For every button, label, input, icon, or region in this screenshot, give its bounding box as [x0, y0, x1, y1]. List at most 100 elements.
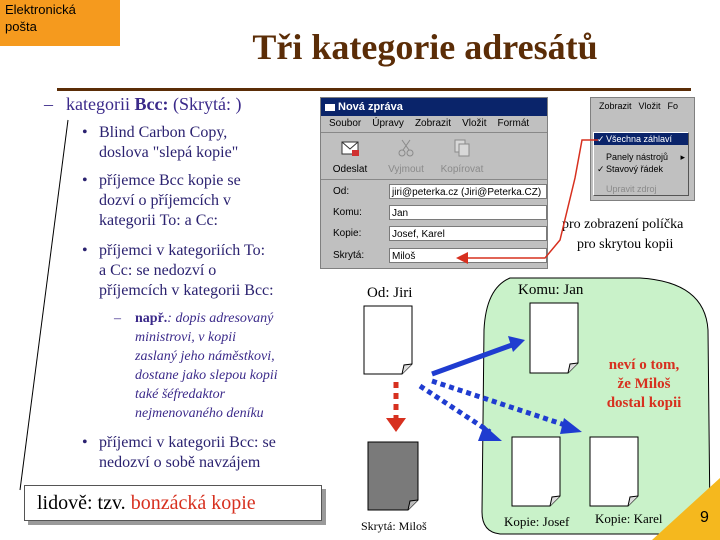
bracket-line	[19, 119, 69, 491]
sub-bullet-dash: –	[114, 311, 121, 326]
check-icon: ✓	[597, 164, 605, 174]
chevron-right-icon: ▸	[680, 152, 685, 162]
from-label: Od:	[333, 186, 350, 197]
note-line3: dostal kopii	[606, 395, 682, 411]
envelope-icon	[325, 103, 335, 111]
menu-item[interactable]: Zobrazit	[414, 118, 452, 129]
scissors-icon	[398, 139, 414, 157]
cc-label: Kopie:	[333, 228, 362, 239]
slang-box: lidově: tzv. bonzácká kopie	[24, 485, 322, 521]
slang-highlight: bonzácká kopie	[130, 492, 256, 514]
from-field[interactable]: jiri@peterka.cz (Jiri@Peterka.CZ)	[389, 184, 547, 199]
slang-text: lidově: tzv.	[37, 492, 131, 514]
level1-dash: –	[44, 94, 53, 114]
menu-item-label: Panely nástrojů	[606, 152, 669, 162]
menu-item-label: Upravit zdroj	[606, 184, 657, 194]
bullet-3: • příjemci v kategoriích To: a Cc: se ne…	[82, 241, 322, 301]
bullet-1: • Blind Carbon Copy, doslova "slepá kopi…	[82, 123, 322, 163]
copy-button[interactable]: Kopírovat	[437, 137, 487, 175]
cut-label: Vyjmout	[388, 164, 424, 175]
doc-copy2-icon	[589, 436, 639, 507]
sub-line-3: zaslaný jeho náměstkovi,	[135, 349, 275, 364]
bullet-3-line1: příjemci v kategoriích To:	[99, 242, 266, 259]
bullet-3-line3: příjemcích v kategorii Bcc:	[99, 282, 274, 299]
bcc-label: Skrytá:	[333, 250, 365, 261]
new-message-window: Nová zpráva Soubor Úpravy Zobrazit Vložit Fo…	[320, 97, 548, 269]
window-titlebar: Nová zpráva	[321, 98, 547, 116]
sub-line-6: nejmenovaného deníku	[135, 406, 264, 421]
menu-item-status-bar[interactable]: ✓Stavový řádek	[594, 163, 688, 175]
arrow-to-copy1	[418, 383, 492, 435]
sub-line-5: také šéfredaktor	[135, 387, 226, 402]
menu-item[interactable]: Vložit	[462, 118, 487, 129]
sub-line-2: ministrovi, v kopii	[135, 330, 236, 345]
note-line2: že Miloš	[617, 376, 671, 392]
sub-bullet: – např.: dopis adresovaný ministrovi, v …	[114, 309, 334, 423]
menu-item[interactable]: Soubor	[329, 118, 362, 129]
cut-button[interactable]: Vyjmout	[381, 137, 431, 175]
bullet-2-line1: příjemce Bcc kopie se	[99, 172, 241, 189]
bullet-1-line2: doslova "slepá kopie"	[99, 144, 239, 161]
bullet-4-line2: nedozví o sobě navzájem	[99, 454, 261, 471]
window-title: Nová zpráva	[338, 101, 403, 113]
send-icon	[341, 141, 359, 156]
bullet-4: • příjemci v kategorii Bcc: se nedozví o…	[82, 433, 332, 473]
arrow-head	[478, 425, 502, 441]
annotation-line1: pro zobrazení políčka	[562, 217, 684, 232]
sub-line-1: : dopis adresovaný	[167, 311, 274, 326]
bullet-dot: •	[82, 434, 88, 451]
menu-item[interactable]: Úpravy	[372, 118, 404, 129]
copy-label: Kopírovat	[440, 164, 484, 175]
menu-item[interactable]: Formát	[497, 118, 530, 129]
window-toolbar: Odeslat Vyjmout Kopírovat	[321, 133, 547, 180]
section-tag-line1: Elektronická	[5, 2, 76, 17]
note-line1: neví o tom,	[608, 357, 680, 373]
view-dropdown: ✓Všechna záhlaví Panely nástrojů▸ ✓Stavo…	[593, 132, 689, 196]
menu-item-all-headers[interactable]: ✓Všechna záhlaví	[594, 133, 688, 145]
title-rule	[57, 88, 691, 91]
sub-bullet-bold: např.	[135, 311, 168, 326]
copy-icon	[454, 139, 470, 157]
menu-item-label: Stavový řádek	[606, 164, 664, 174]
page-number: 9	[700, 509, 709, 526]
arrow-head	[508, 336, 525, 352]
arrow-head	[386, 418, 406, 432]
menu-item[interactable]: Zobrazit	[599, 101, 632, 111]
menu-item[interactable]: Vložit	[638, 101, 661, 111]
bullet-dot: •	[82, 124, 88, 141]
arrow-to-copy2	[431, 378, 569, 429]
cc-field[interactable]: Josef, Karel	[389, 226, 547, 241]
menu-item-source[interactable]: Upravit zdroj	[594, 183, 688, 195]
bullet-3-line2: a Cc: se nedozví o	[99, 262, 217, 279]
menu-item-label: Všechna záhlaví	[606, 134, 673, 144]
level1-bold: Bcc:	[134, 94, 169, 114]
bullet-4-line1: příjemci v kategorii Bcc: se	[99, 434, 276, 451]
to-caption: Komu: Jan	[518, 282, 584, 298]
send-button[interactable]: Odeslat	[325, 137, 375, 175]
menu-item[interactable]: Fo	[667, 101, 679, 111]
from-caption: Od: Jiri	[367, 285, 413, 301]
level1-suffix: (Skrytá: )	[168, 94, 242, 114]
annotation-line2: pro skrytou kopii	[577, 237, 674, 252]
level1-item: – kategorii Bcc: (Skrytá: )	[44, 94, 344, 115]
bullet-2: • příjemce Bcc kopie se dozví o příjemcí…	[82, 171, 322, 231]
send-label: Odeslat	[332, 164, 368, 175]
doc-from-icon	[363, 305, 413, 375]
bullet-dot: •	[82, 242, 88, 259]
section-tag-line2: pošta	[5, 19, 37, 34]
copy2-caption: Kopie: Karel	[595, 511, 663, 526]
slide-title: Tři kategorie adresátů	[252, 27, 598, 67]
window-menubar: Soubor Úpravy Zobrazit Vložit Formát	[321, 116, 547, 133]
section-tag: Elektronická pošta	[0, 0, 120, 46]
hidden-caption: Skrytá: Miloš	[361, 519, 427, 533]
unaware-note: neví o tom, že Miloš dostal kopii	[584, 356, 704, 413]
check-icon: ✓	[597, 134, 605, 144]
menu-item-toolbars[interactable]: Panely nástrojů ▸	[594, 151, 688, 163]
sub-line-4: dostane jako slepou kopii	[135, 368, 278, 383]
level1-prefix: kategorii	[66, 94, 135, 114]
pointer-line	[456, 139, 598, 264]
to-field[interactable]: Jan	[389, 205, 547, 220]
bullet-2-line2: dozví o příjemcích v	[99, 192, 231, 209]
